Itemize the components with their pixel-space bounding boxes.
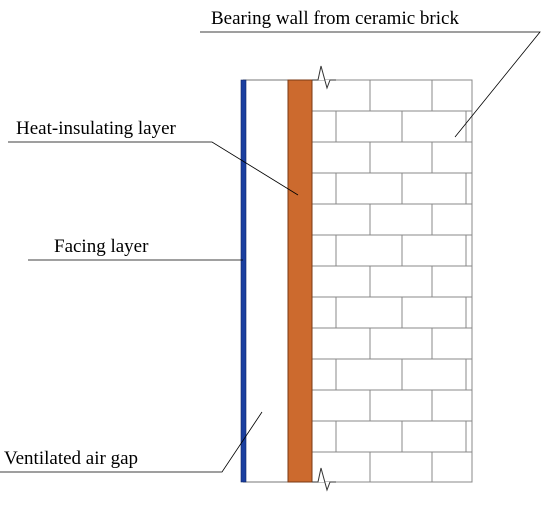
- label-facing: Facing layer: [54, 236, 149, 257]
- insulation-layer: [287, 79, 313, 483]
- facing-layer: [240, 79, 247, 483]
- brick-wall: [311, 79, 473, 483]
- leader-bearing-wall: [200, 31, 541, 138]
- leader-lines: [0, 31, 541, 473]
- label-bearing-wall: Bearing wall from ceramic brick: [211, 8, 459, 29]
- brick-wall-outline: [311, 79, 473, 483]
- leader-heat-insulating: [8, 141, 299, 196]
- leader-air-gap: [0, 411, 263, 473]
- break-symbol-bottom: [312, 467, 336, 492]
- break-symbol-top: [312, 65, 336, 90]
- label-heat-insulating: Heat-insulating layer: [16, 118, 177, 139]
- label-air-gap: Ventilated air gap: [4, 448, 138, 469]
